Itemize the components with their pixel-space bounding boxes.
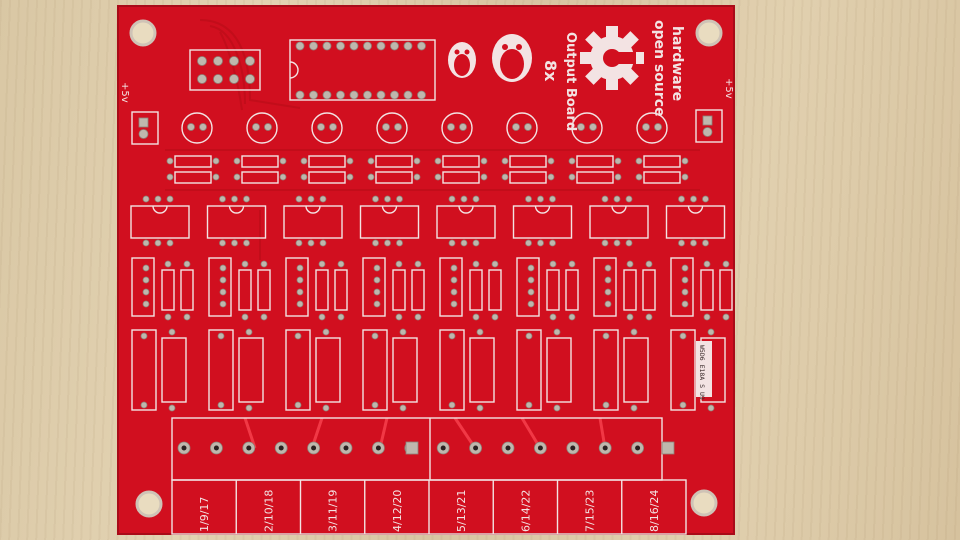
channel-label-2: 2/10/18 <box>262 490 275 532</box>
ic-pin <box>390 41 399 51</box>
channel-7 <box>568 112 656 412</box>
power-left-text: +5v <box>119 82 130 103</box>
channel-5 <box>434 112 502 412</box>
channel-label-8: 8/16/24 <box>648 490 661 532</box>
terminal-pad-square <box>661 441 675 455</box>
ic-pin <box>295 41 305 51</box>
channel-labels: 1/9/17 2/10/18 3/11/19 4/12/20 5/13/21 6/14/2… <box>198 490 661 532</box>
terminal-block <box>171 417 687 535</box>
power-label-right: +5v <box>723 78 734 99</box>
pin-header <box>189 49 261 91</box>
ic-pin <box>349 90 359 100</box>
ic-pin <box>363 90 372 100</box>
dip-ic-footprint <box>289 39 436 101</box>
channel-label-6: 6/14/22 <box>519 490 532 532</box>
oshw-line-2: hardware <box>669 26 685 101</box>
ic-pin <box>417 90 426 100</box>
channel-1 <box>130 112 220 412</box>
output-channels <box>130 112 733 412</box>
ic-pin <box>336 90 345 100</box>
ic-pin <box>390 90 399 100</box>
channel-label-3: 3/11/19 <box>327 490 340 532</box>
ic-pin <box>363 41 372 51</box>
ic-pin <box>295 90 305 100</box>
channel-8 <box>635 112 733 412</box>
power-label-left: +5v <box>119 82 130 103</box>
part-marking-text: W5D6 E18A S U9 <box>698 345 706 400</box>
power-connector-right <box>695 109 723 143</box>
channel-2 <box>206 112 287 412</box>
channel-6 <box>501 112 579 412</box>
ic-pin <box>403 90 413 100</box>
channel-4 <box>359 112 425 412</box>
ic-pin <box>403 41 413 51</box>
oshw-text: open source hardware <box>651 20 685 117</box>
channel-label-7: 7/15/23 <box>584 490 597 532</box>
pcb-substrate <box>117 5 735 535</box>
power-right-text: +5v <box>723 78 734 99</box>
ic-pin <box>417 41 426 51</box>
board-title: 8x Output Board <box>541 32 578 131</box>
ic-pin <box>309 41 318 51</box>
ic-pin <box>309 90 318 100</box>
ic-pin <box>376 41 386 51</box>
oshw-line-1: open source <box>651 20 667 117</box>
penguin-logo <box>448 34 532 82</box>
channel-3 <box>283 112 354 412</box>
channel-label-4: 4/12/20 <box>391 490 404 532</box>
power-connector-left <box>131 111 159 145</box>
ic-pin <box>322 41 332 51</box>
ic-pin <box>349 41 359 51</box>
oshw-gear-icon <box>580 26 644 90</box>
ic-pin <box>322 90 332 100</box>
ic-pin <box>336 41 345 51</box>
ic-pin <box>376 90 386 100</box>
title-line-2: Output Board <box>563 32 578 131</box>
terminal-pad-square <box>405 441 419 455</box>
mounting-holes <box>129 19 723 518</box>
channel-label-1: 1/9/17 <box>198 497 211 532</box>
title-line-1: 8x <box>541 60 560 82</box>
part-marking: W5D6 E18A S U9 <box>696 341 712 400</box>
channel-label-5: 5/13/21 <box>455 490 468 532</box>
